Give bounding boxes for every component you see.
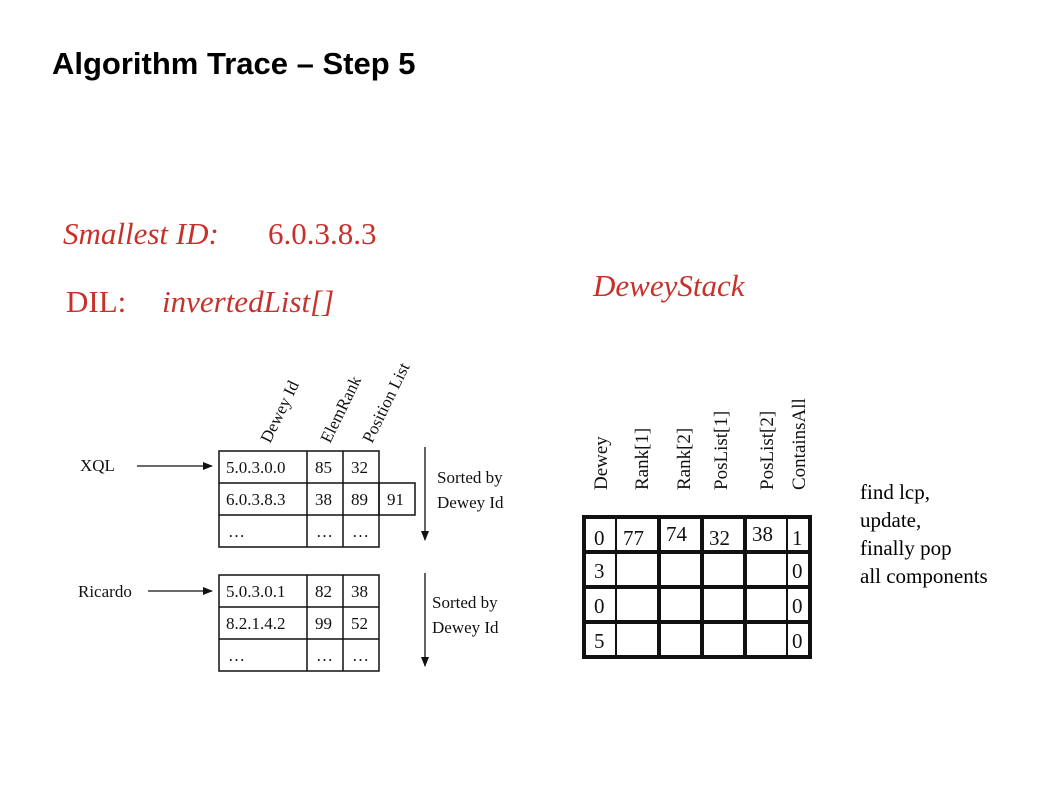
smallest-id-value: 6.0.3.8.3 — [268, 216, 377, 251]
sort-note: Sorted by — [437, 468, 503, 487]
stack-header-poslist2: PosList[2] — [757, 411, 778, 490]
table-cell: 6.0.3.8.3 — [226, 490, 286, 509]
note-line: update, — [860, 508, 922, 532]
table-cell: … — [352, 646, 369, 665]
dewey-stack-grid — [582, 515, 812, 659]
table-cell: 74 — [666, 522, 688, 546]
note-line: find lcp, — [860, 480, 930, 504]
table-cell: 0 — [792, 594, 803, 618]
table-cell: 32 — [709, 526, 730, 550]
ricardo-table — [218, 574, 380, 672]
stack-header-rank2: Rank[2] — [674, 428, 695, 490]
table-cell: 82 — [315, 582, 332, 601]
dil-label: DIL: — [66, 284, 127, 319]
stack-header-containsall: ContainsAll — [789, 398, 810, 490]
notes: find lcp, update, finally pop all compon… — [860, 478, 988, 590]
note-line: all components — [860, 564, 988, 588]
table-cell: 1 — [792, 526, 803, 550]
inv-header-position-list: Position List — [359, 359, 414, 445]
table-cell: 5 — [594, 629, 605, 653]
table-cell: 99 — [315, 614, 332, 633]
table-cell: … — [316, 522, 333, 541]
table-cell: 89 — [351, 490, 368, 509]
note-line: finally pop — [860, 536, 952, 560]
inv-header-elemrank: ElemRank — [317, 372, 366, 445]
stack-header-poslist1: PosList[1] — [711, 411, 732, 490]
dil-value: invertedList[] — [162, 284, 335, 319]
table-cell: 5.0.3.0.0 — [226, 458, 286, 477]
table-cell: 77 — [623, 526, 644, 550]
table-cell: … — [352, 522, 369, 541]
table-cell: 32 — [351, 458, 368, 477]
table-cell: 5.0.3.0.1 — [226, 582, 286, 601]
table-cell: 85 — [315, 458, 332, 477]
table-cell: 52 — [351, 614, 368, 633]
table-cell: 0 — [594, 526, 605, 550]
table-cell: 91 — [387, 490, 404, 509]
stack-header-dewey: Dewey — [591, 436, 612, 490]
table-cell: 0 — [792, 559, 803, 583]
table-cell: 38 — [351, 582, 368, 601]
smallest-id-label: Smallest ID: — [63, 216, 219, 251]
sort-note: Dewey Id — [437, 493, 504, 512]
table-cell: … — [228, 646, 245, 665]
table-cell: 0 — [594, 594, 605, 618]
stack-header-rank1: Rank[1] — [632, 428, 653, 490]
sort-note: Dewey Id — [432, 618, 499, 637]
table-cell: 8.2.1.4.2 — [226, 614, 286, 633]
dewey-stack-label: DeweyStack — [593, 268, 745, 303]
table-cell: … — [228, 522, 245, 541]
keyword-ricardo: Ricardo — [78, 582, 132, 601]
table-cell: 3 — [594, 559, 605, 583]
page-title: Algorithm Trace – Step 5 — [52, 46, 416, 81]
table-cell: 38 — [752, 522, 773, 546]
table-cell: … — [316, 646, 333, 665]
xql-table — [218, 450, 416, 548]
inv-header-dewey-id: Dewey Id — [257, 377, 303, 446]
keyword-xql: XQL — [80, 456, 115, 475]
sort-note: Sorted by — [432, 593, 498, 612]
table-cell: 0 — [792, 629, 803, 653]
table-cell: 38 — [315, 490, 332, 509]
